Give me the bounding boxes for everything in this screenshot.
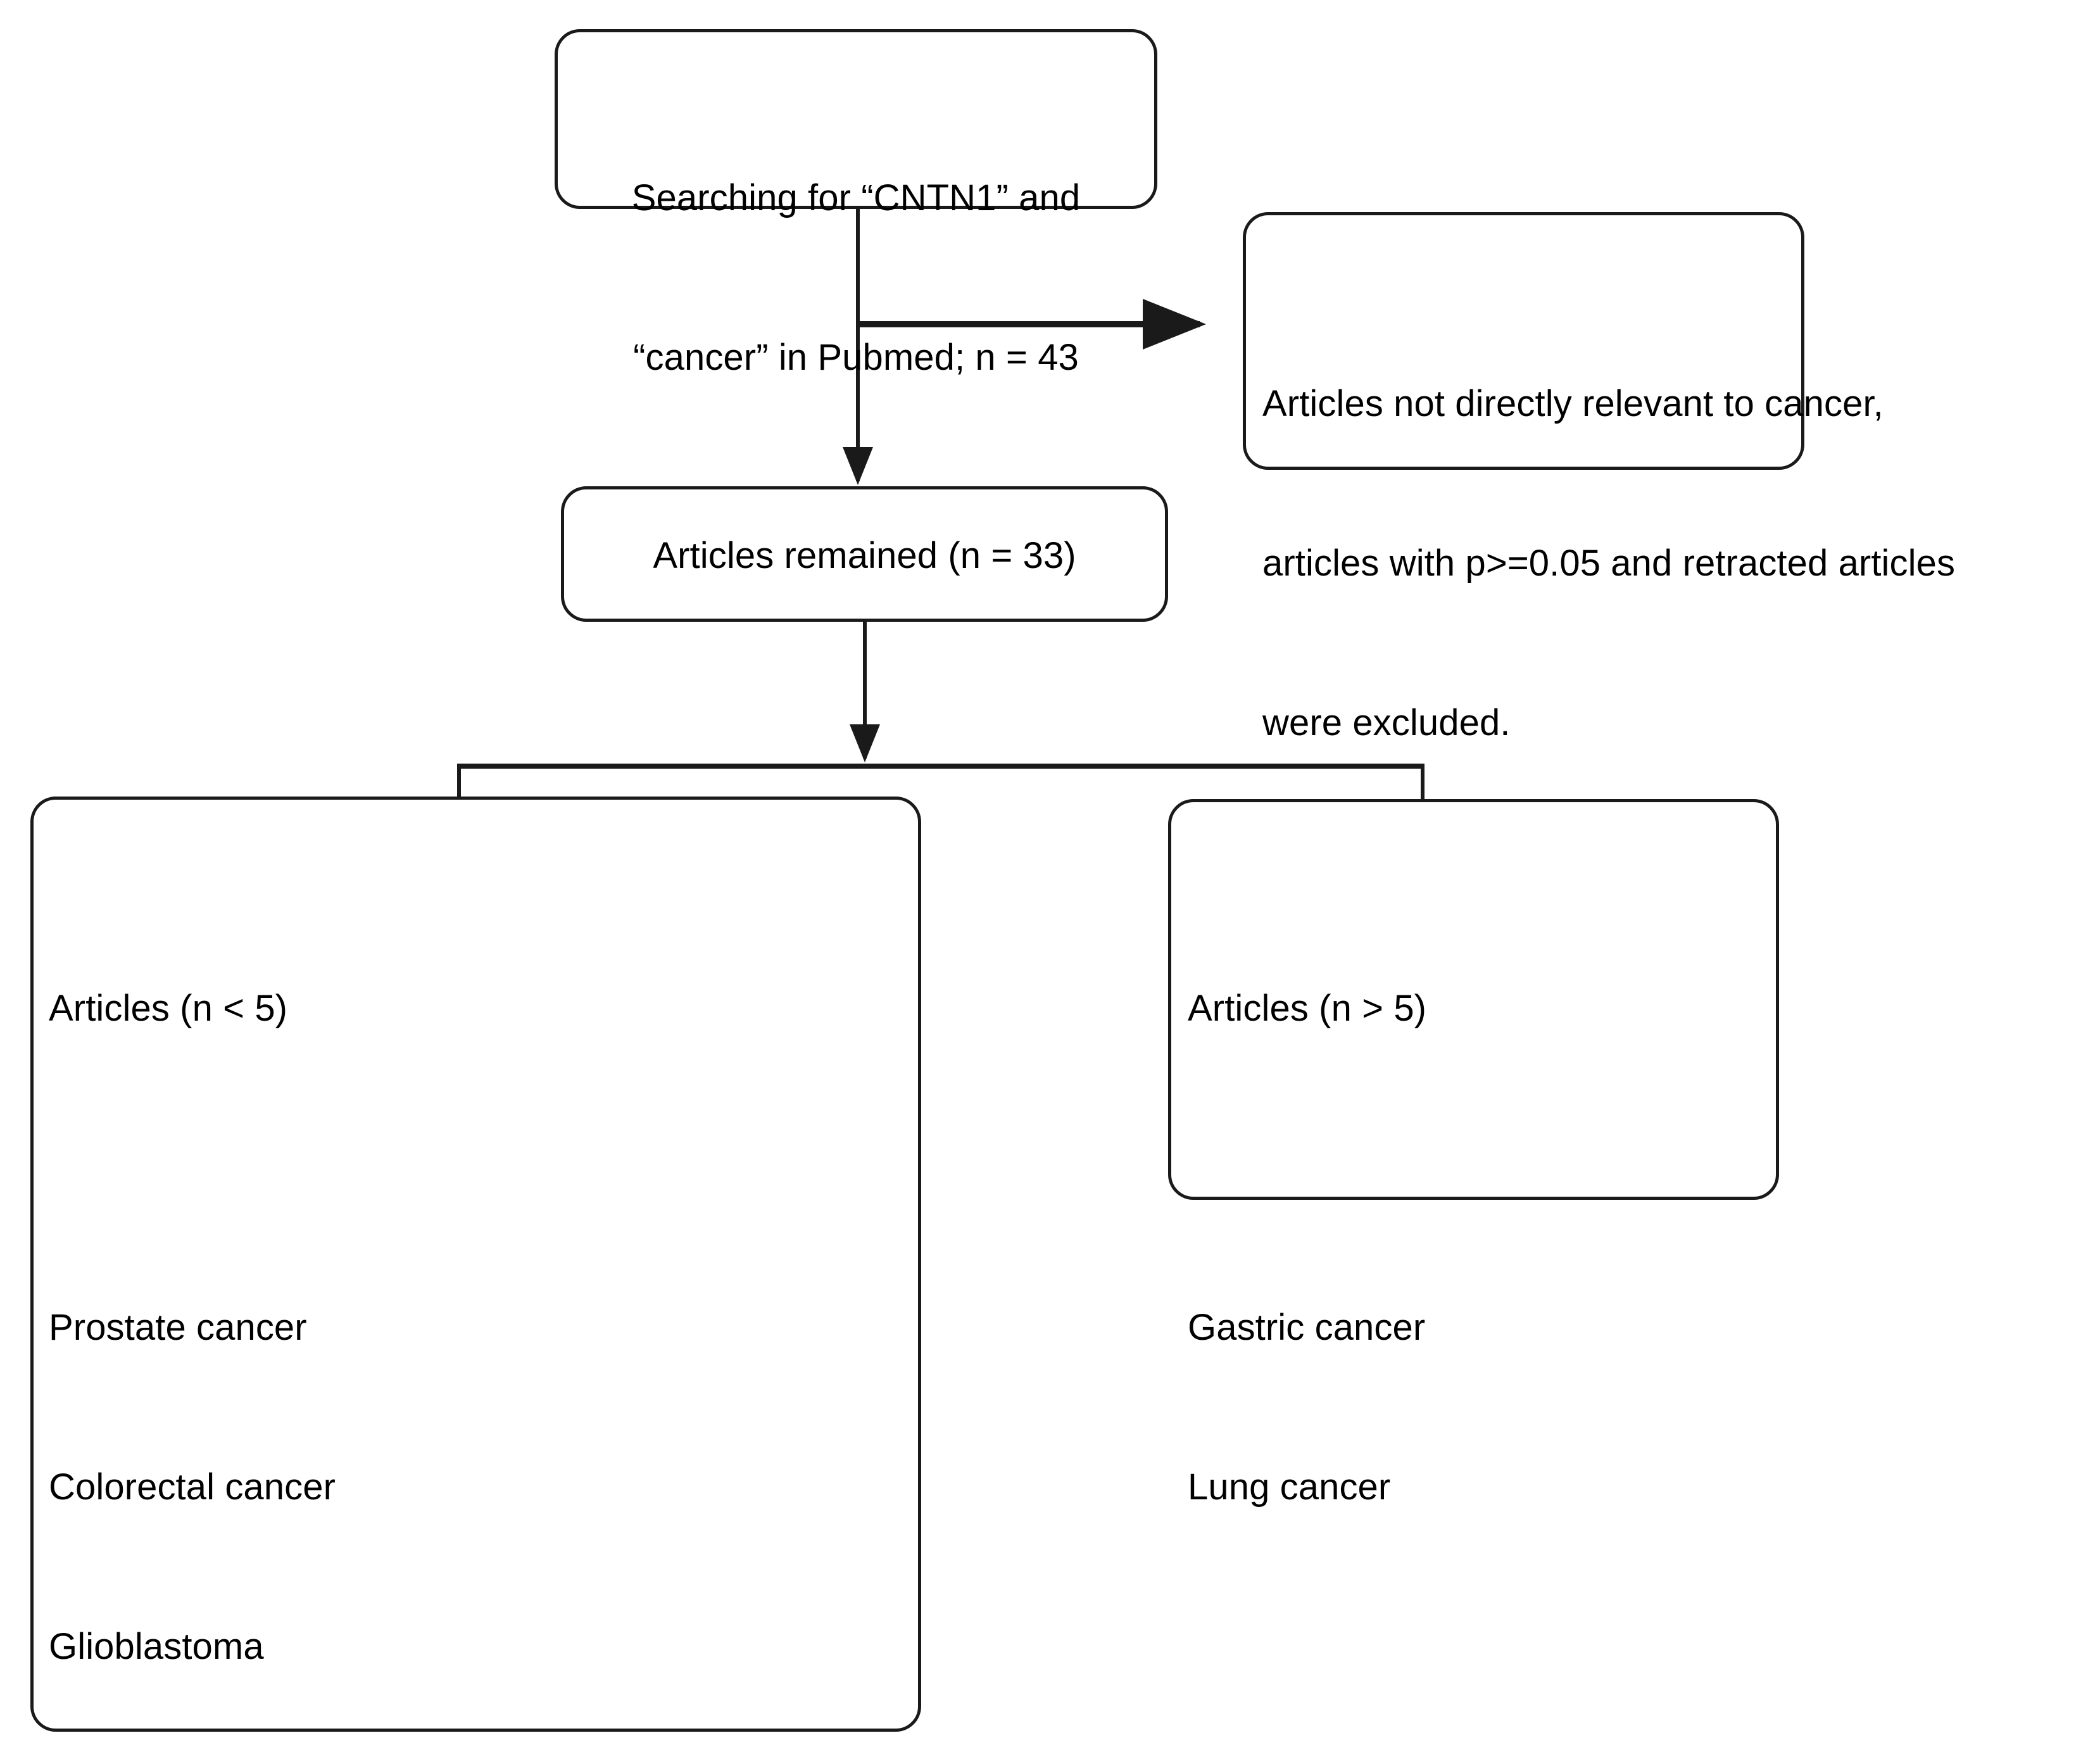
list-item: Prostate cancer (49, 1307, 307, 1348)
exclusion-box: Articles not directly relevant to cancer… (1243, 212, 1955, 743)
articles-n-gt-5-box: Articles (n > 5) Gastric cancer Lung can… (1168, 799, 1779, 1508)
search-box-text: Searching for “CNTN1” and “cancer” in Pu… (558, 65, 1154, 491)
exclusion-line-1: Articles not directly relevant to cancer… (1262, 383, 1884, 424)
list-item: Colorectal cancer (49, 1466, 336, 1508)
exclusion-line-3: were excluded. (1262, 702, 1511, 743)
list-item: Gastric cancer (1188, 1307, 1426, 1348)
articles-n-lt-5-heading: Articles (n < 5) (49, 988, 288, 1029)
list-spacer (49, 1142, 807, 1195)
list-item: Lung cancer (1188, 1466, 1391, 1508)
search-box-line-1: Searching for “CNTN1” and (631, 177, 1081, 218)
search-box: Searching for “CNTN1” and “cancer” in Pu… (555, 29, 1157, 378)
exclusion-line-2: articles with p>=0.05 and retracted arti… (1262, 543, 1956, 584)
remained-box: Articles remained (n = 33) (561, 486, 1168, 622)
list-item: Glioblastoma (49, 1626, 264, 1667)
search-box-line-2: “cancer” in Pubmed; n = 43 (633, 337, 1079, 378)
articles-n-gt-5-text: Articles (n > 5) Gastric cancer Lung can… (1188, 876, 1426, 1620)
remained-box-text: Articles remained (n = 33) (653, 535, 1076, 576)
exclusion-box-text: Articles not directly relevant to cancer… (1262, 271, 1955, 856)
list-spacer (1188, 1142, 1426, 1195)
articles-n-gt-5-heading: Articles (n > 5) (1188, 988, 1427, 1029)
articles-n-lt-5-text: Articles (n < 5) Prostate cancer Colorec… (49, 876, 807, 1764)
articles-n-lt-5-box: Articles (n < 5) Prostate cancer Colorec… (30, 797, 921, 1732)
